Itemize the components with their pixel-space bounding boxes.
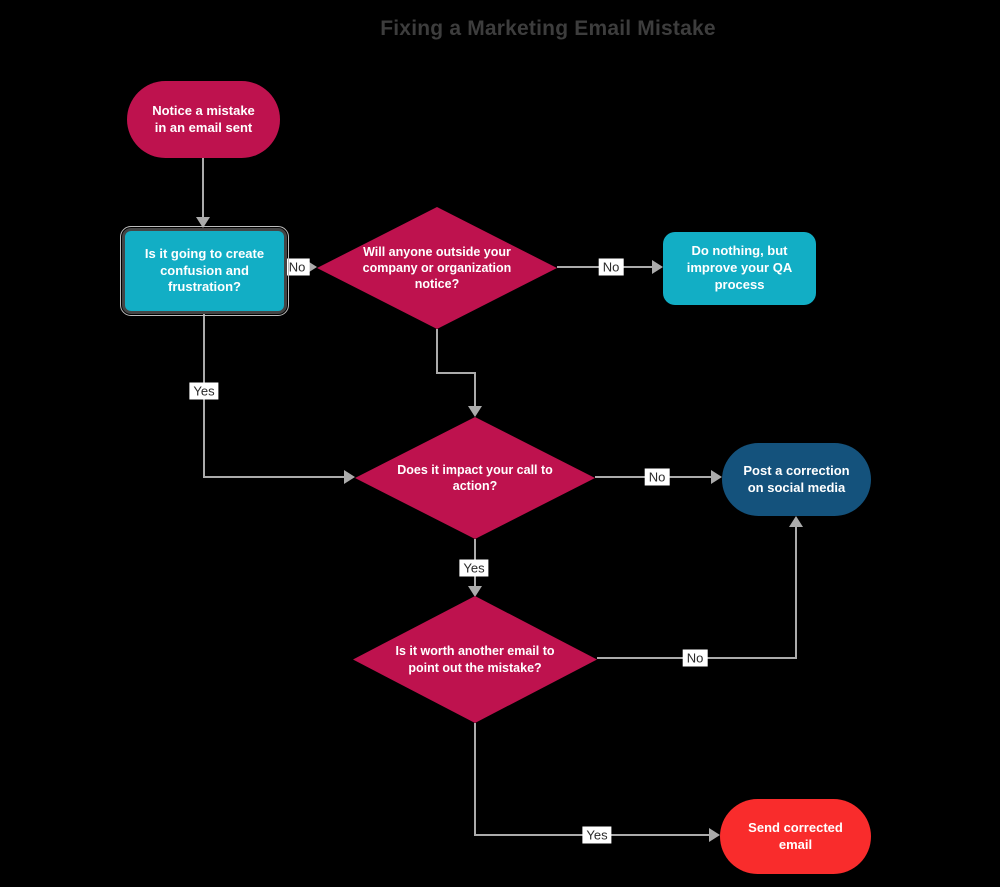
arrowhead-up-icon — [789, 516, 803, 527]
connector-outside-notice-to-impact-cta — [474, 372, 476, 407]
node-label: Is it worth another email to point out t… — [395, 644, 555, 675]
node-label: Send corrected email — [748, 819, 843, 852]
node-label: Notice a mistake in an email sent — [152, 102, 255, 135]
connector-worth-email-to-social-media — [795, 527, 797, 659]
node-label: Is it going to create confusion and frus… — [144, 245, 265, 295]
connector-outside-notice-to-impact-cta — [436, 329, 438, 374]
arrowhead-right-icon — [652, 260, 663, 274]
node-end-do-nothing-improve-qa[interactable]: Do nothing, but improve your QA process — [663, 232, 816, 305]
node-label: Does it impact your call to action? — [397, 462, 553, 493]
edge-label-yes: Yes — [189, 382, 219, 400]
edge-label-no: No — [284, 258, 310, 276]
node-decision-outside-notice[interactable]: Will anyone outside your company or orga… — [317, 207, 557, 329]
node-end-send-corrected-email[interactable]: Send corrected email — [720, 799, 871, 874]
node-start-notice-mistake[interactable]: Notice a mistake in an email sent — [127, 81, 280, 158]
node-label: Post a correction on social media — [743, 462, 850, 495]
node-label: Will anyone outside your company or orga… — [362, 244, 512, 292]
connector-start-to-confusion — [202, 157, 204, 218]
page-title: Fixing a Marketing Email Mistake — [380, 17, 716, 40]
arrowhead-down-icon — [196, 217, 210, 228]
edge-label-yes: Yes — [582, 826, 612, 844]
edge-label-no: No — [598, 258, 624, 276]
edge-label-yes: Yes — [459, 559, 489, 577]
edge-label-no: No — [682, 649, 708, 667]
arrowhead-right-icon — [709, 828, 720, 842]
node-label: Do nothing, but improve your QA process — [686, 243, 793, 292]
connector-outside-notice-to-impact-cta — [436, 372, 476, 374]
arrowhead-down-icon — [468, 406, 482, 417]
node-decision-impact-call-to-action[interactable]: Does it impact your call to action? — [355, 417, 595, 539]
node-end-post-correction-social-media[interactable]: Post a correction on social media — [722, 443, 871, 516]
arrowhead-right-icon — [344, 470, 355, 484]
node-decision-worth-another-email[interactable]: Is it worth another email to point out t… — [353, 596, 597, 723]
node-decision-confusion-frustration[interactable]: Is it going to create confusion and frus… — [120, 226, 289, 316]
arrowhead-down-icon — [468, 586, 482, 597]
arrowhead-right-icon — [306, 260, 317, 274]
edge-label-no: No — [644, 468, 670, 486]
connector-worth-email-to-send-email — [474, 723, 476, 836]
arrowhead-right-icon — [711, 470, 722, 484]
connector-confusion-to-impact-cta — [203, 476, 344, 478]
